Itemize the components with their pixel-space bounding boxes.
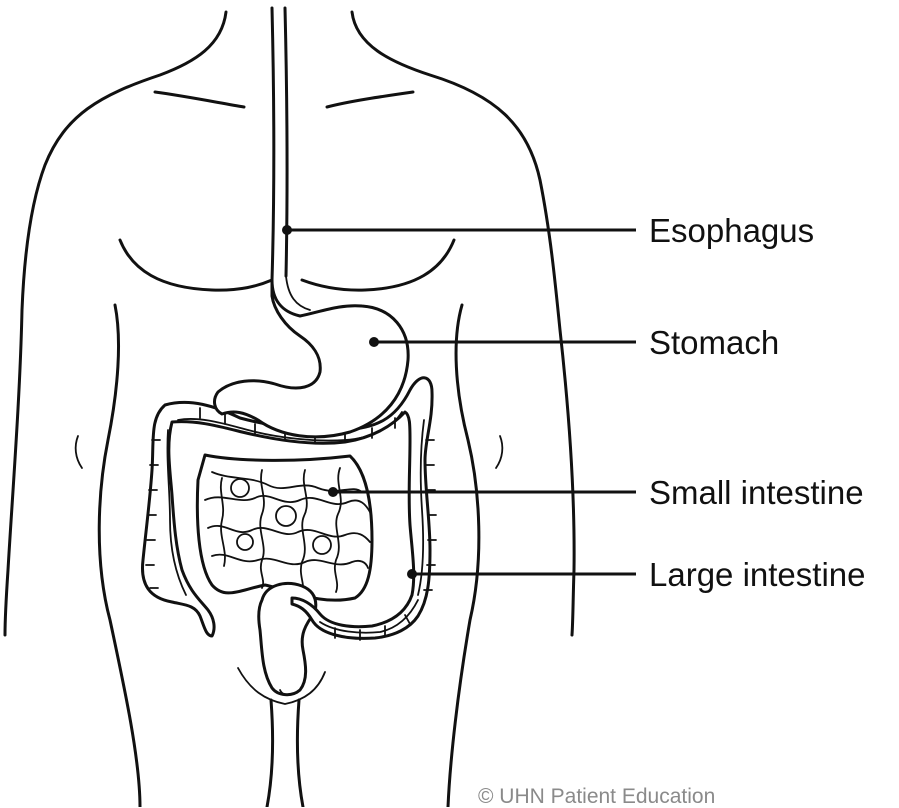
rectum — [259, 584, 316, 695]
copyright-credit: © UHN Patient Education — [478, 786, 715, 807]
large-intestine-label: Large intestine — [649, 558, 865, 591]
large-intestine-dot — [407, 569, 417, 579]
esophagus-dot — [282, 225, 292, 235]
small-intestine — [197, 455, 372, 600]
stomach — [215, 276, 409, 437]
small-intestine-dot — [328, 487, 338, 497]
esophagus — [272, 8, 287, 280]
esophagus-label: Esophagus — [649, 214, 814, 247]
small-intestine-label: Small intestine — [649, 476, 864, 509]
stomach-label: Stomach — [649, 326, 779, 359]
stomach-dot — [369, 337, 379, 347]
